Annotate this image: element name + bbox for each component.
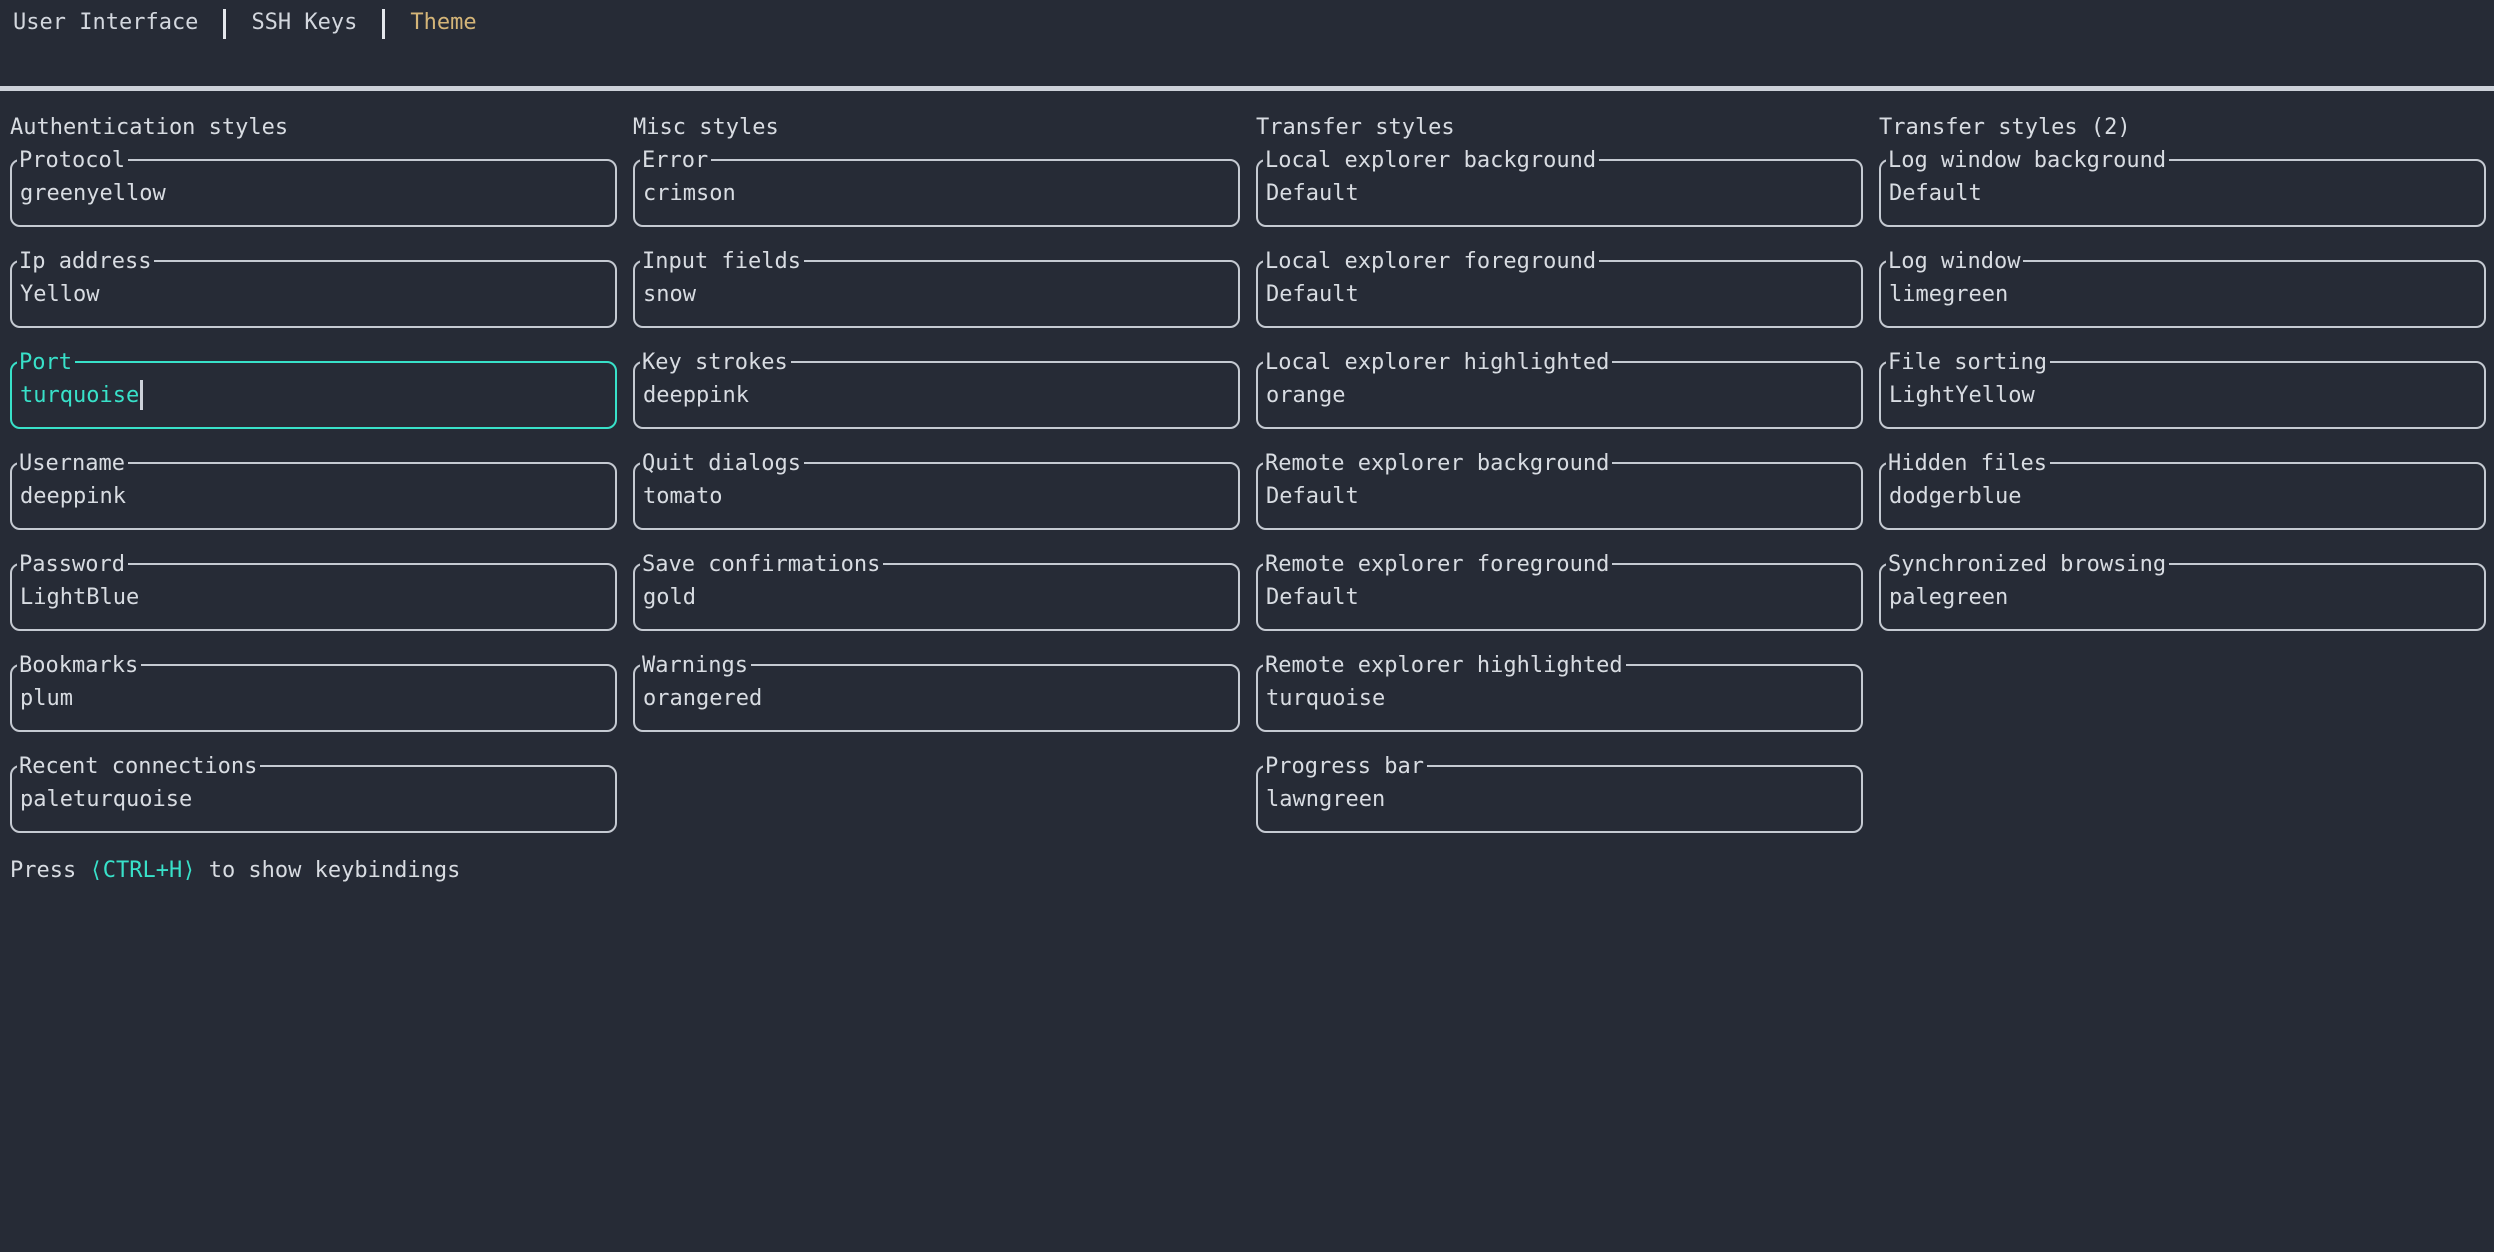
- input-save-confirmations[interactable]: Save confirmations gold: [633, 551, 1240, 631]
- input-log-window[interactable]: Log window limegreen: [1879, 248, 2486, 328]
- field-label: Error: [640, 147, 712, 174]
- field-label: Ip address: [17, 248, 155, 275]
- field-value[interactable]: gold: [643, 584, 696, 610]
- input-file-sorting[interactable]: File sorting LightYellow: [1879, 349, 2486, 429]
- input-log-window-background[interactable]: Log window background Default: [1879, 147, 2486, 227]
- input-input-fields[interactable]: Input fields snow: [633, 248, 1240, 328]
- field-label: Recent connections: [17, 753, 261, 780]
- input-error[interactable]: Error crimson: [633, 147, 1240, 227]
- input-local-explorer-background[interactable]: Local explorer background Default: [1256, 147, 1863, 227]
- input-recent-connections[interactable]: Recent connections paleturquoise: [10, 753, 617, 833]
- theme-settings-grid: Authentication styles Protocol greenyell…: [0, 115, 2494, 866]
- field-label: Input fields: [640, 248, 804, 275]
- tab-separator: [382, 9, 386, 39]
- field-label: Remote explorer background: [1263, 450, 1613, 477]
- input-port[interactable]: Port turquoise: [10, 349, 617, 429]
- input-protocol[interactable]: Protocol greenyellow: [10, 147, 617, 227]
- field-value[interactable]: lawngreen: [1266, 786, 1386, 812]
- section-transfer-styles: Transfer styles Local explorer backgroun…: [1256, 115, 1863, 866]
- input-remote-explorer-background[interactable]: Remote explorer background Default: [1256, 450, 1863, 530]
- section-header-transfer-styles: Transfer styles: [1256, 115, 1455, 140]
- tab-user-interface[interactable]: User Interface: [13, 10, 199, 35]
- section-header-misc-styles: Misc styles: [633, 115, 779, 140]
- field-label: Remote explorer foreground: [1263, 551, 1613, 578]
- field-label: Local explorer highlighted: [1263, 349, 1613, 376]
- field-value[interactable]: Default: [1266, 483, 1359, 509]
- field-label: Quit dialogs: [640, 450, 804, 477]
- input-local-explorer-foreground[interactable]: Local explorer foreground Default: [1256, 248, 1863, 328]
- field-value[interactable]: turquoise: [20, 382, 140, 408]
- ctrl-h-key-hint: ⟨CTRL+H⟩: [89, 858, 196, 883]
- tab-bar: User Interface SSH Keys Theme: [0, 0, 2494, 86]
- field-value[interactable]: Default: [1266, 584, 1359, 610]
- field-value[interactable]: palegreen: [1889, 584, 2009, 610]
- field-value[interactable]: snow: [643, 281, 696, 307]
- input-local-explorer-highlighted[interactable]: Local explorer highlighted orange: [1256, 349, 1863, 429]
- field-value[interactable]: Default: [1266, 281, 1359, 307]
- input-synchronized-browsing[interactable]: Synchronized browsing palegreen: [1879, 551, 2486, 631]
- tab-content-divider: [0, 86, 2494, 91]
- keybindings-hint: Press ⟨CTRL+H⟩ to show keybindings: [0, 858, 2494, 884]
- field-label: Local explorer foreground: [1263, 248, 1600, 275]
- hint-prefix: Press: [10, 858, 90, 883]
- field-label: Bookmarks: [17, 652, 142, 679]
- text-cursor: [140, 380, 144, 410]
- field-label: Hidden files: [1886, 450, 2050, 477]
- input-quit-dialogs[interactable]: Quit dialogs tomato: [633, 450, 1240, 530]
- input-ip-address[interactable]: Ip address Yellow: [10, 248, 617, 328]
- field-value[interactable]: plum: [20, 685, 73, 711]
- field-label: Remote explorer highlighted: [1263, 652, 1626, 679]
- field-value[interactable]: crimson: [643, 180, 736, 206]
- input-warnings[interactable]: Warnings orangered: [633, 652, 1240, 732]
- field-label: Synchronized browsing: [1886, 551, 2170, 578]
- field-value[interactable]: greenyellow: [20, 180, 166, 206]
- field-label: Username: [17, 450, 128, 477]
- field-label: Log window: [1886, 248, 2024, 275]
- field-value[interactable]: deeppink: [20, 483, 126, 509]
- field-value[interactable]: tomato: [643, 483, 723, 509]
- field-label: Local explorer background: [1263, 147, 1600, 174]
- input-bookmarks[interactable]: Bookmarks plum: [10, 652, 617, 732]
- input-password[interactable]: Password LightBlue: [10, 551, 617, 631]
- input-username[interactable]: Username deeppink: [10, 450, 617, 530]
- field-label: Log window background: [1886, 147, 2170, 174]
- field-value[interactable]: dodgerblue: [1889, 483, 2022, 509]
- field-value[interactable]: Default: [1266, 180, 1359, 206]
- field-value[interactable]: deeppink: [643, 382, 749, 408]
- section-header-transfer-styles-2: Transfer styles (2): [1879, 115, 2131, 140]
- field-label: Password: [17, 551, 128, 578]
- input-progress-bar[interactable]: Progress bar lawngreen: [1256, 753, 1863, 833]
- tab-theme[interactable]: Theme: [410, 10, 477, 35]
- input-remote-explorer-highlighted[interactable]: Remote explorer highlighted turquoise: [1256, 652, 1863, 732]
- section-header-authentication-styles: Authentication styles: [10, 115, 289, 140]
- field-label: Key strokes: [640, 349, 791, 376]
- field-label: File sorting: [1886, 349, 2050, 376]
- field-label: Save confirmations: [640, 551, 884, 578]
- field-value[interactable]: Default: [1889, 180, 1982, 206]
- section-misc-styles: Misc styles Error crimson Input fields s…: [633, 115, 1240, 866]
- field-label: Port: [17, 349, 75, 376]
- field-value[interactable]: LightYellow: [1889, 382, 2035, 408]
- field-value[interactable]: paleturquoise: [20, 786, 193, 812]
- field-label: Protocol: [17, 147, 128, 174]
- field-value[interactable]: LightBlue: [20, 584, 140, 610]
- field-value[interactable]: orange: [1266, 382, 1346, 408]
- field-label: Progress bar: [1263, 753, 1427, 780]
- input-remote-explorer-foreground[interactable]: Remote explorer foreground Default: [1256, 551, 1863, 631]
- field-value[interactable]: orangered: [643, 685, 763, 711]
- tab-ssh-keys[interactable]: SSH Keys: [251, 10, 358, 35]
- hint-suffix: to show keybindings: [195, 858, 461, 883]
- section-authentication-styles: Authentication styles Protocol greenyell…: [10, 115, 617, 866]
- tab-separator: [223, 9, 227, 39]
- input-hidden-files[interactable]: Hidden files dodgerblue: [1879, 450, 2486, 530]
- field-value[interactable]: Yellow: [20, 281, 100, 307]
- section-transfer-styles-2: Transfer styles (2) Log window backgroun…: [1879, 115, 2486, 866]
- field-value[interactable]: turquoise: [1266, 685, 1386, 711]
- input-key-strokes[interactable]: Key strokes deeppink: [633, 349, 1240, 429]
- field-label: Warnings: [640, 652, 751, 679]
- field-value[interactable]: limegreen: [1889, 281, 2009, 307]
